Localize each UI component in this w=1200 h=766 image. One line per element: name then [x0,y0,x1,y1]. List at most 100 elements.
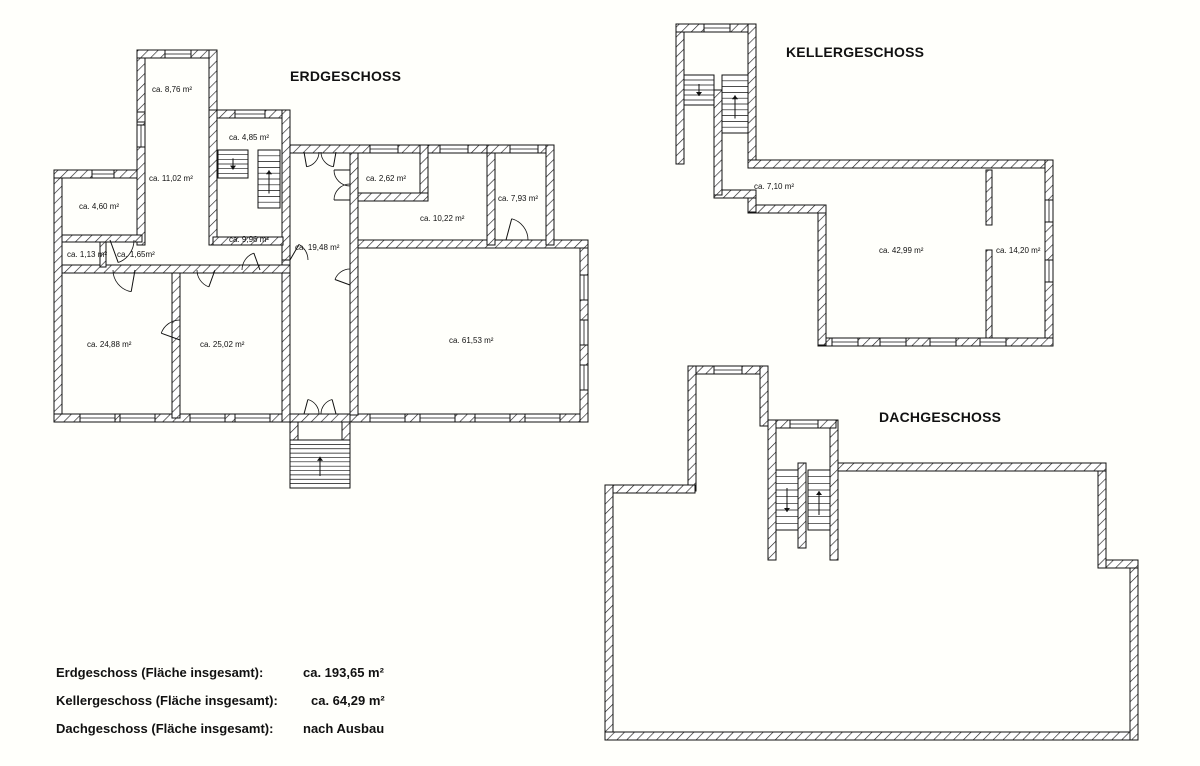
wall [545,144,555,246]
wall [486,144,496,246]
wall [281,259,291,423]
window [234,413,271,423]
staircase [257,149,281,209]
door-arc [112,269,132,293]
room-area-label: ca. 61,53 m² [449,336,494,345]
wall [1044,159,1054,346]
window [1044,259,1054,283]
door-leaf [208,269,216,288]
wall [747,159,1054,169]
door-arc [307,399,320,415]
room-area-label: ca. 9,96 m² [229,235,270,244]
wall [604,731,1139,741]
window [579,364,589,391]
summary-label-erdgeschoss: Erdgeschoss (Fläche insgesamt): [56,665,264,680]
wall [61,234,143,243]
windows [79,23,1054,429]
staircase [721,74,749,134]
summary-label-dachgeschoss: Dachgeschoss (Fläche insgesamt): [56,721,274,736]
wall [675,23,685,165]
wall [604,484,696,494]
door-leaf [334,279,351,286]
stair-arrow-head [266,170,272,175]
title-erdgeschoss: ERDGESCHOSS [290,68,402,84]
room-area-label: ca. 7,93 m² [498,194,539,203]
window [1044,199,1054,223]
window [234,109,266,119]
window [713,365,743,375]
staircase [289,439,351,489]
room-area-label: ca. 24,88 m² [87,340,132,349]
room-area-label: ca. 1,65m² [117,250,155,259]
door-arc [334,268,351,280]
door-leaf [303,399,309,415]
door-swing [333,169,351,187]
door-swing [196,269,216,288]
door-swing [289,244,309,261]
summary-label-kellergeschoss: Kellergeschoss (Fläche insgesamt): [56,693,278,708]
summary-value-kellergeschoss: ca. 64,29 m² [311,693,385,708]
room-area-label: ca. 8,76 m² [152,85,193,94]
staircase [775,469,799,531]
door-arc [118,239,135,263]
door-swing [303,399,320,415]
room-area-label: ca. 25,02 m² [200,340,245,349]
window [369,413,406,423]
wall [747,23,757,165]
wall [61,264,291,274]
wall [713,89,723,196]
summary-value-erdgeschoss: ca. 193,65 m² [303,665,384,680]
title-kellergeschoss: KELLERGESCHOSS [786,44,925,60]
door-leaf [289,244,300,261]
door-arc [160,319,181,334]
stair-outline [289,439,351,489]
door-arc [511,218,529,241]
door-leaf [331,399,337,415]
window [789,419,819,429]
wall [767,419,777,561]
wall [99,241,107,268]
window [579,319,589,346]
wall [1097,462,1107,569]
room-area-label: ca. 14,20 m² [996,246,1041,255]
summary-value-dachgeschoss: nach Ausbau [303,721,385,736]
door-arc [241,252,254,271]
wall [604,484,614,741]
wall [797,462,807,549]
wall [208,49,218,116]
door-arc [333,169,351,187]
wall [985,249,993,341]
room-area-label: ca. 1,13 m² [67,250,108,259]
stair-arrow-head [732,95,738,100]
staircase [683,74,715,106]
window [439,144,469,154]
window [979,337,1007,347]
door-leaf [303,151,308,167]
window [929,337,957,347]
door-arc [196,269,209,288]
window [509,144,539,154]
door-leaf [505,218,513,241]
wall [357,192,429,202]
door-swing [241,252,261,271]
wall [829,419,839,561]
door-swing [303,151,320,168]
stair-arrow-head [816,491,822,495]
room-area-label: ca. 10,22 m² [420,214,465,223]
wall [53,169,63,423]
walls [53,23,1139,741]
wall [837,462,1107,472]
room-area-label: ca. 11,02 m² [149,174,193,183]
wall [212,236,284,246]
wall [687,365,697,492]
window [524,413,561,423]
door-leaf [161,332,181,341]
window [164,49,192,59]
door-swing [109,239,135,263]
window [831,337,859,347]
wall [817,204,827,346]
wall [208,109,218,246]
wall [136,111,146,123]
title-dachgeschoss: DACHGESCHOSS [879,409,1002,425]
wall [349,144,359,416]
